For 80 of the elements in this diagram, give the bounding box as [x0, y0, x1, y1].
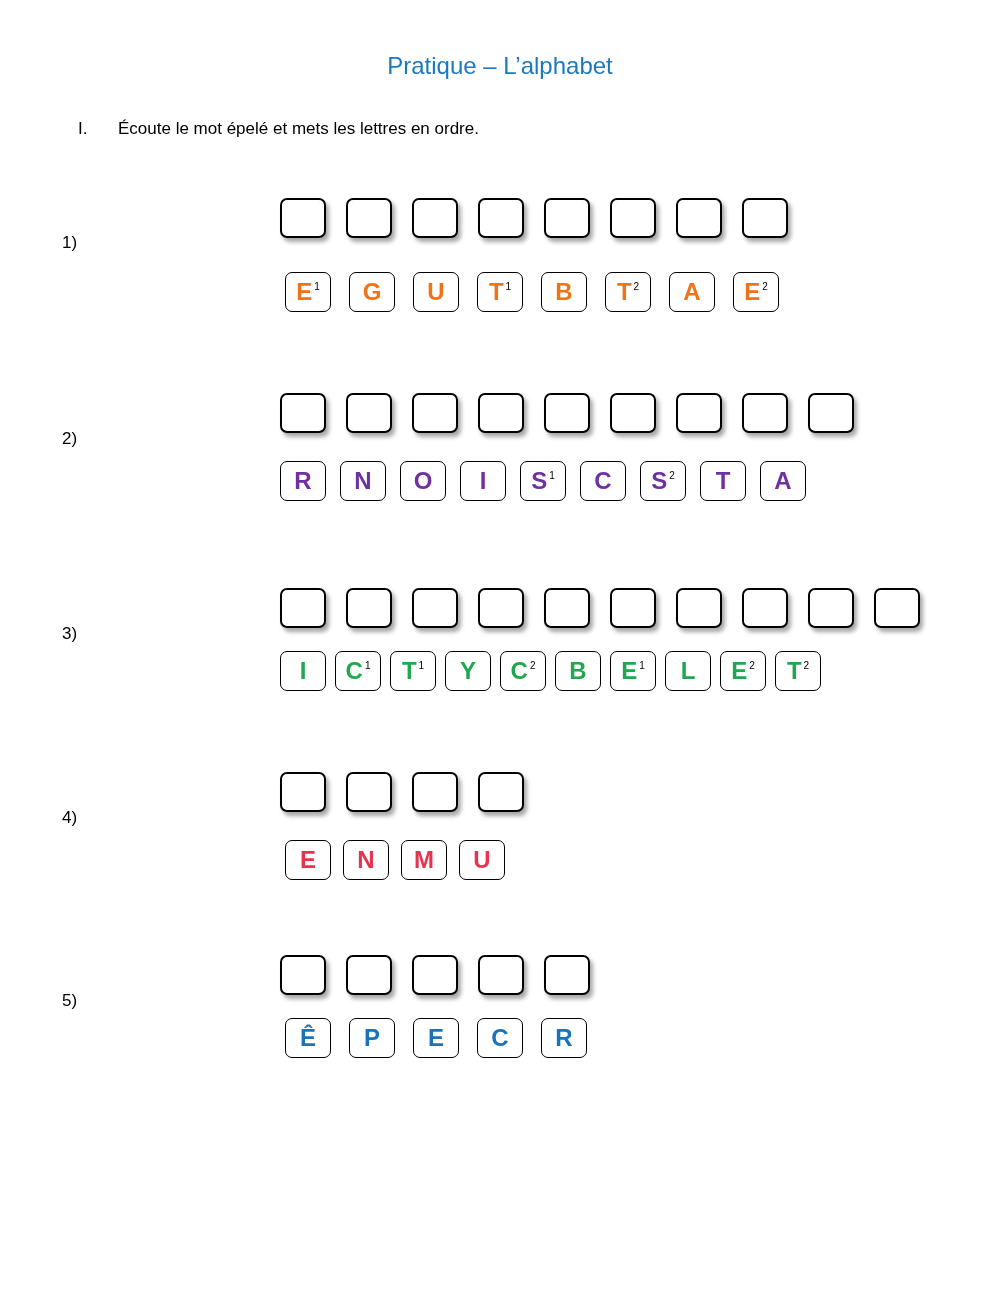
title: Pratique – L’alphabet [386, 51, 614, 81]
letter-tile: E [413, 1018, 459, 1058]
letter-tile: C$^{2}$ [500, 651, 546, 691]
answer-box [412, 393, 458, 433]
letter-tile: N [343, 840, 389, 880]
answer-box [478, 772, 524, 812]
answer-box [346, 588, 392, 628]
letter-tile: E$^{2}$ [720, 651, 766, 691]
answer-box [346, 393, 392, 433]
letter-tile: T$^{2}$ [605, 272, 651, 312]
letter-tile: T$^{1}$ [390, 651, 436, 691]
letter-tile: A [760, 461, 806, 501]
letter-tile: R [280, 461, 326, 501]
letter-tile: G [349, 272, 395, 312]
answer-box [676, 588, 722, 628]
letter-tile: N [340, 461, 386, 501]
letter-tile: A [669, 272, 715, 312]
answer-box [412, 955, 458, 995]
answer-box [280, 393, 326, 433]
answer-box [412, 198, 458, 238]
answer-box [412, 772, 458, 812]
instruction: Écoute le mot épelé et mets les lettres en ordre. [118, 118, 479, 140]
letter-tile: Y [445, 651, 491, 691]
answer-box [478, 198, 524, 238]
answer-box [544, 198, 590, 238]
letter-tile: U [413, 272, 459, 312]
answer-box [544, 588, 590, 628]
letter-tile: C [580, 461, 626, 501]
answer-box [478, 955, 524, 995]
answer-box [676, 198, 722, 238]
answer-box [544, 393, 590, 433]
letter-tile: U [459, 840, 505, 880]
letter-tile: Ê [285, 1018, 331, 1058]
letter-tile: I [280, 651, 326, 691]
answer-box [478, 588, 524, 628]
answer-box [346, 198, 392, 238]
letter-tile: S$^{2}$ [640, 461, 686, 501]
answer-box [742, 198, 788, 238]
item-number: 1) [62, 232, 78, 254]
answer-box [676, 393, 722, 433]
answer-box [742, 588, 788, 628]
answer-box [874, 588, 920, 628]
letter-tile: T$^{1}$ [477, 272, 523, 312]
answer-box [544, 955, 590, 995]
answer-box [280, 588, 326, 628]
letter-tile: E [285, 840, 331, 880]
answer-box [478, 393, 524, 433]
answer-box [808, 393, 854, 433]
letter-tile: C [477, 1018, 523, 1058]
letter-tile: E$^{1}$ [610, 651, 656, 691]
item-number: 5) [62, 990, 78, 1012]
letter-tile: S$^{1}$ [520, 461, 566, 501]
answer-box [346, 955, 392, 995]
letter-tile: C$^{1}$ [335, 651, 381, 691]
answer-box [280, 772, 326, 812]
letter-tile: T$^{2}$ [775, 651, 821, 691]
letter-tile: R [541, 1018, 587, 1058]
item-number: 2) [62, 428, 78, 450]
letter-tile: M [401, 840, 447, 880]
answer-box [808, 588, 854, 628]
answer-box [742, 393, 788, 433]
answer-box [610, 393, 656, 433]
letter-tile: L [665, 651, 711, 691]
letter-tile: B [555, 651, 601, 691]
answer-box [610, 588, 656, 628]
item-number: 4) [62, 807, 78, 829]
answer-box [346, 772, 392, 812]
letter-tile: P [349, 1018, 395, 1058]
section-number: I. [78, 118, 88, 140]
item-number: 3) [62, 623, 78, 645]
answer-box [280, 955, 326, 995]
letter-tile: T [700, 461, 746, 501]
answer-box [280, 198, 326, 238]
letter-tile: B [541, 272, 587, 312]
letter-tile: E$^{2}$ [733, 272, 779, 312]
answer-box [412, 588, 458, 628]
letter-tile: E$^{1}$ [285, 272, 331, 312]
letter-tile: O [400, 461, 446, 501]
answer-box [610, 198, 656, 238]
letter-tile: I [460, 461, 506, 501]
